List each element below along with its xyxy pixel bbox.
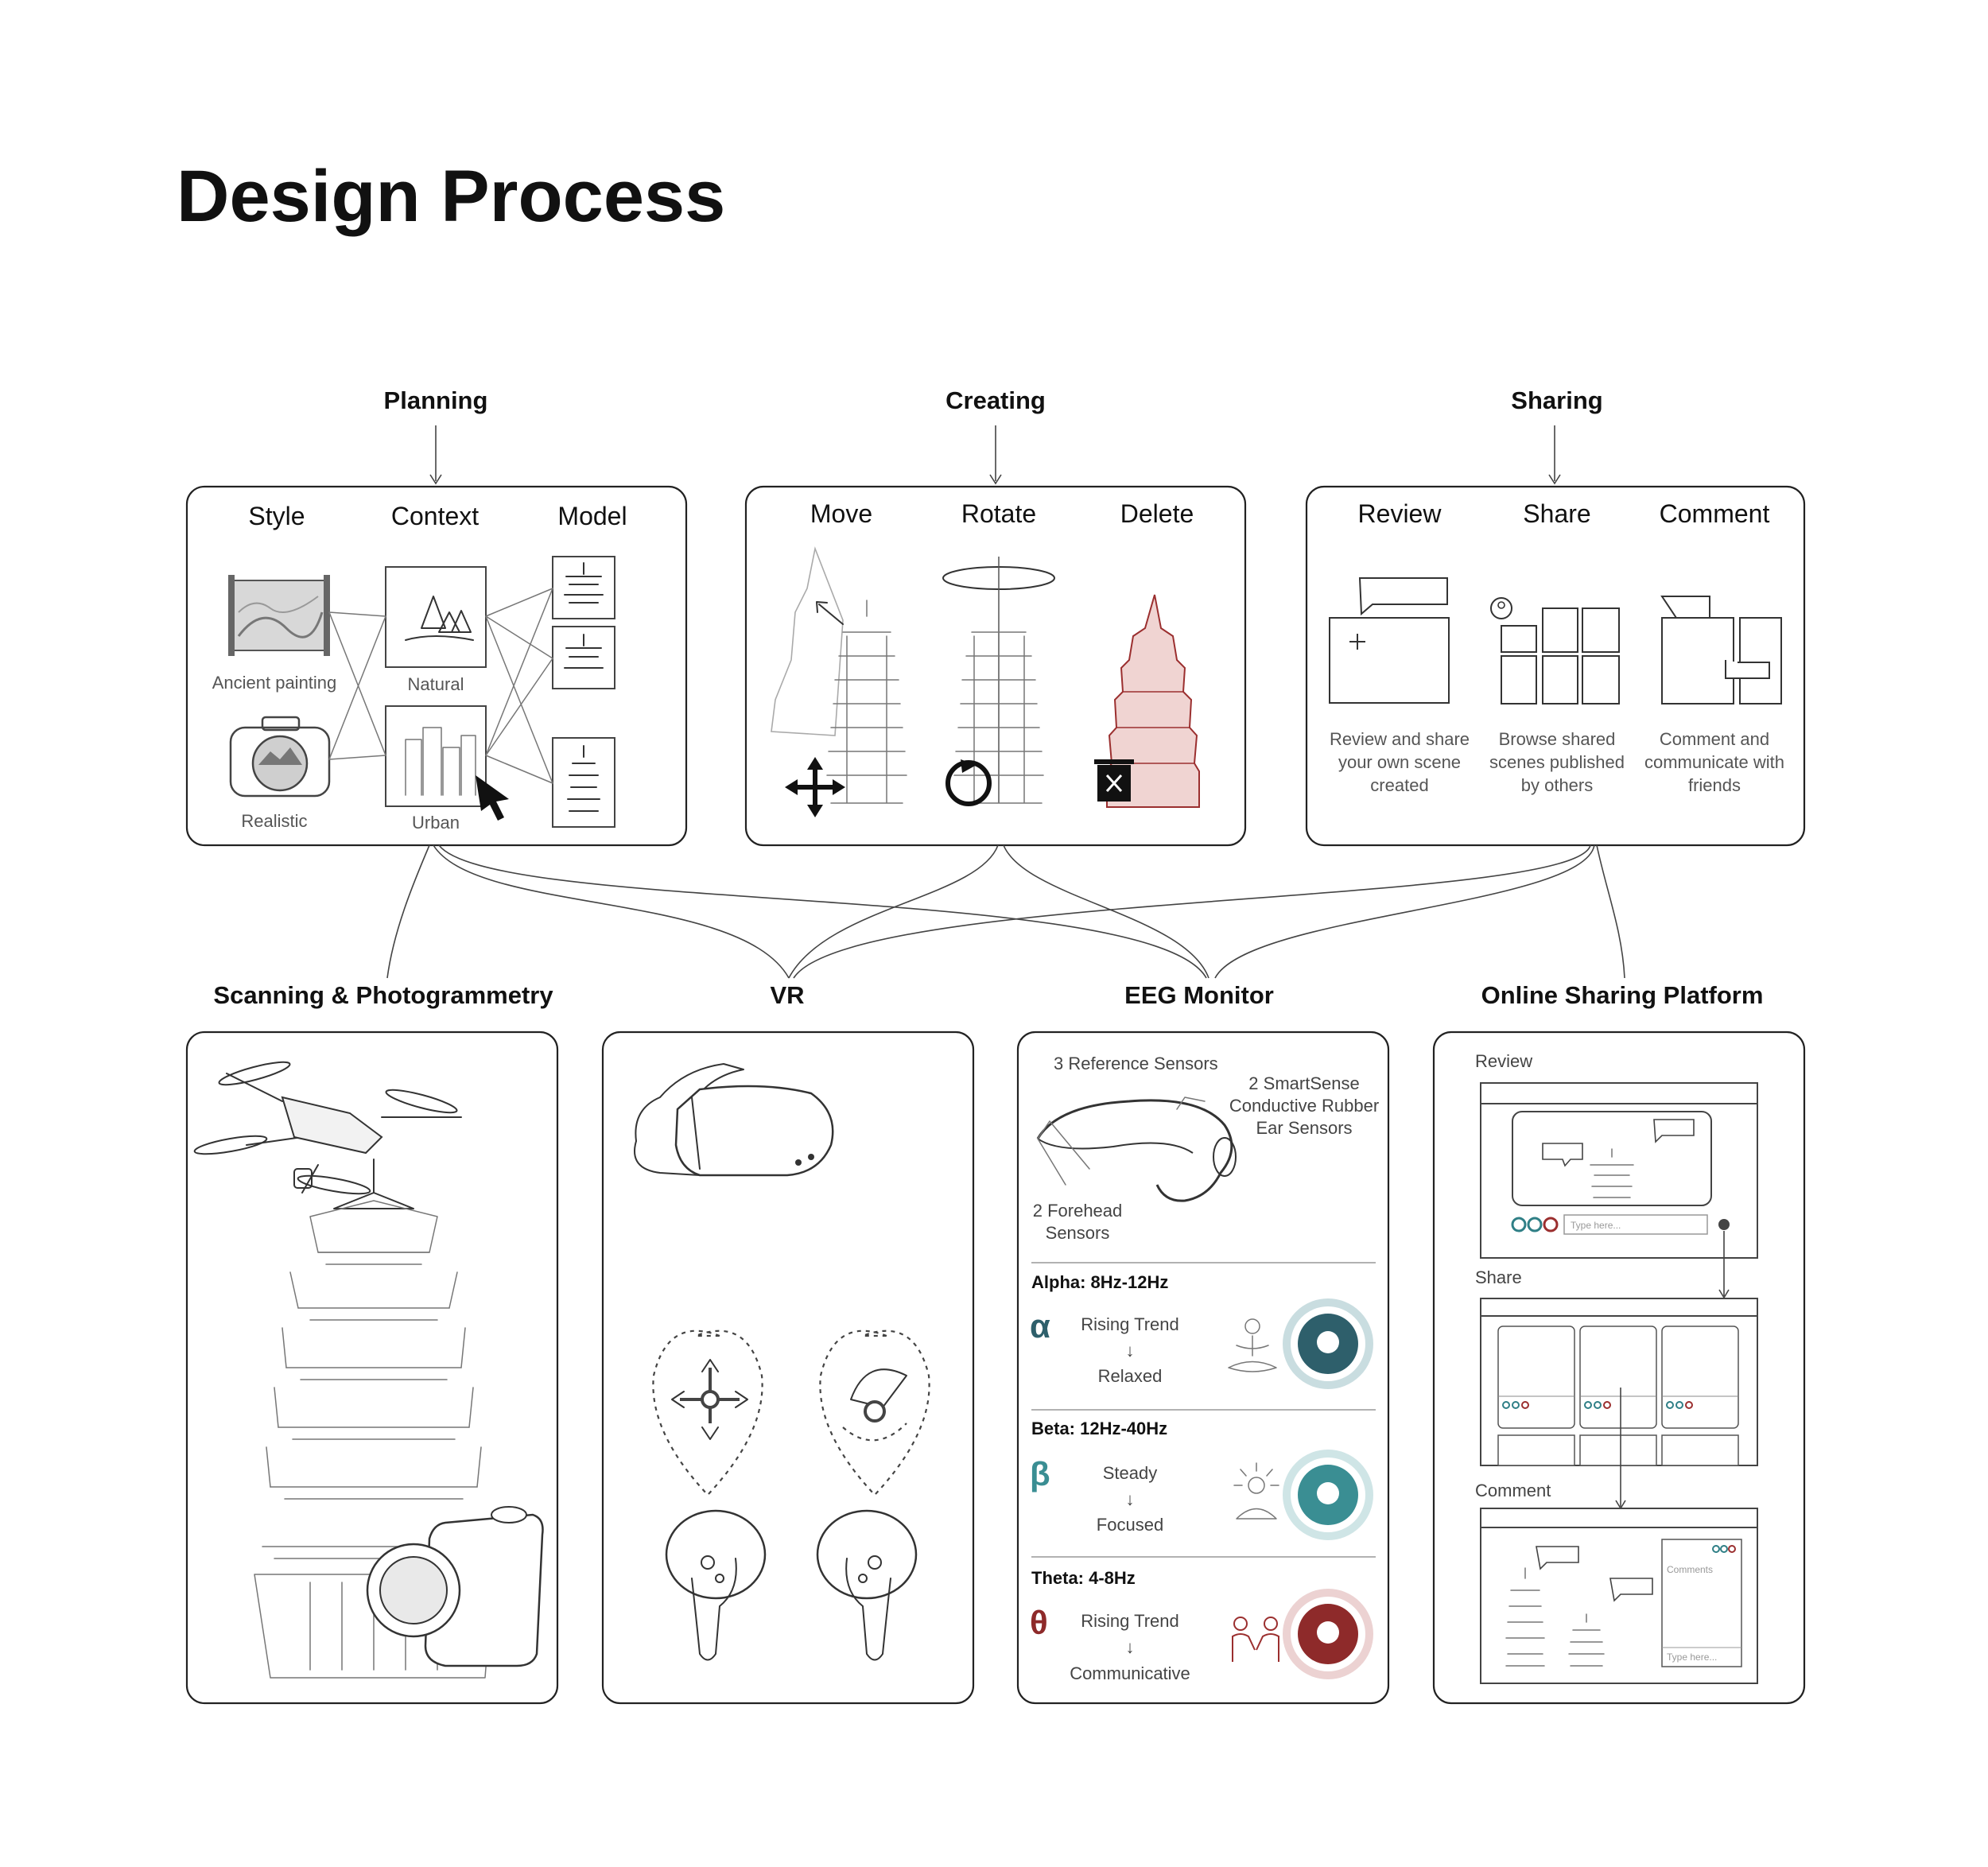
review-caption-line-3: created bbox=[1370, 775, 1428, 795]
context-column-label: Context bbox=[391, 502, 479, 530]
style-column-label: Style bbox=[248, 502, 305, 530]
realistic-label: Realistic bbox=[241, 811, 307, 831]
sharing-heading: Sharing bbox=[1511, 386, 1602, 414]
review-input-placeholder: Type here... bbox=[1571, 1220, 1621, 1231]
vr-box bbox=[603, 1032, 973, 1703]
delete-column-label: Delete bbox=[1120, 499, 1194, 528]
theta-state: Communicative bbox=[1070, 1663, 1190, 1683]
sharing-box: Review Share Comment Review and share yo… bbox=[1307, 487, 1804, 845]
reference-sensors-label: 3 Reference Sensors bbox=[1054, 1054, 1218, 1073]
share-caption-line-2: scenes published bbox=[1489, 752, 1625, 772]
review-caption-line-2: your own scene bbox=[1338, 752, 1461, 772]
trash-icon bbox=[1094, 759, 1134, 802]
model-column-label: Model bbox=[557, 502, 627, 530]
ear-sensors-line-2: Conductive Rubber bbox=[1229, 1096, 1379, 1116]
alpha-symbol: α bbox=[1030, 1307, 1050, 1345]
planning-heading: Planning bbox=[384, 386, 488, 414]
review-column-label: Review bbox=[1358, 499, 1442, 528]
platform-heading: Online Sharing Platform bbox=[1481, 981, 1764, 1009]
share-caption-line-1: Browse shared bbox=[1499, 729, 1616, 749]
forehead-sensors-line-1: 2 Forehead bbox=[1033, 1201, 1123, 1221]
eeg-heading: EEG Monitor bbox=[1124, 981, 1274, 1009]
communicative-brain-icon bbox=[1287, 1593, 1369, 1675]
platform-share-screen bbox=[1481, 1298, 1757, 1465]
eeg-box: 3 Reference Sensors 2 SmartSense Conduct… bbox=[1018, 1032, 1388, 1703]
theta-band-label: Theta: 4-8Hz bbox=[1031, 1568, 1136, 1588]
natural-icon bbox=[386, 567, 486, 667]
planning-box: Style Context Model Ancient painting Rea… bbox=[187, 487, 686, 845]
share-column-label: Share bbox=[1523, 499, 1590, 528]
platform-comment-screen: Comments Type here... bbox=[1481, 1508, 1757, 1683]
alpha-trend: Rising Trend bbox=[1081, 1314, 1179, 1334]
alpha-band-label: Alpha: 8Hz-12Hz bbox=[1031, 1272, 1168, 1292]
comments-panel-title: Comments bbox=[1667, 1564, 1713, 1575]
scanning-heading: Scanning & Photogrammetry bbox=[213, 981, 553, 1009]
ancient-painting-label: Ancient painting bbox=[212, 673, 337, 693]
platform-share-label: Share bbox=[1475, 1267, 1522, 1287]
vr-heading: VR bbox=[770, 981, 804, 1009]
beta-state: Focused bbox=[1097, 1515, 1163, 1535]
page-title: Design Process bbox=[177, 156, 725, 237]
platform-comment-label: Comment bbox=[1475, 1481, 1551, 1500]
beta-arrow: ↓ bbox=[1126, 1489, 1135, 1509]
ear-sensors-line-1: 2 SmartSense bbox=[1248, 1073, 1359, 1093]
alpha-arrow: ↓ bbox=[1126, 1341, 1135, 1360]
stage-to-technology-curves bbox=[387, 845, 1625, 978]
comment-caption-line-2: communicate with bbox=[1644, 752, 1784, 772]
review-caption-line-1: Review and share bbox=[1330, 729, 1470, 749]
rotate-column-label: Rotate bbox=[961, 499, 1036, 528]
relaxed-brain-icon bbox=[1287, 1302, 1369, 1385]
creating-heading: Creating bbox=[945, 386, 1046, 414]
comment-caption-line-3: friends bbox=[1688, 775, 1741, 795]
natural-label: Natural bbox=[408, 674, 464, 694]
platform-review-screen: Type here... bbox=[1481, 1083, 1757, 1258]
stage-arrows bbox=[430, 425, 1560, 483]
platform-box: Review Type here... Share bbox=[1434, 1032, 1804, 1703]
beta-symbol: β bbox=[1030, 1455, 1050, 1492]
focused-brain-icon bbox=[1287, 1454, 1369, 1536]
ancient-painting-icon bbox=[228, 575, 330, 656]
comment-caption-line-1: Comment and bbox=[1660, 729, 1769, 749]
alpha-state: Relaxed bbox=[1098, 1366, 1163, 1386]
theta-arrow: ↓ bbox=[1126, 1637, 1135, 1657]
urban-label: Urban bbox=[412, 813, 460, 833]
theta-trend: Rising Trend bbox=[1081, 1611, 1179, 1631]
beta-band-label: Beta: 12Hz-40Hz bbox=[1031, 1419, 1167, 1438]
urban-icon bbox=[386, 706, 486, 806]
theta-symbol: θ bbox=[1030, 1604, 1048, 1641]
share-caption-line-3: by others bbox=[1521, 775, 1594, 795]
ear-sensors-line-3: Ear Sensors bbox=[1256, 1118, 1352, 1138]
move-column-label: Move bbox=[810, 499, 872, 528]
scanning-box bbox=[187, 1032, 557, 1703]
creating-box: Move Rotate Delete bbox=[746, 487, 1245, 845]
comment-column-label: Comment bbox=[1660, 499, 1770, 528]
forehead-sensors-line-2: Sensors bbox=[1046, 1223, 1110, 1243]
comment-input-placeholder: Type here... bbox=[1667, 1652, 1717, 1663]
beta-trend: Steady bbox=[1103, 1463, 1158, 1483]
platform-review-label: Review bbox=[1475, 1051, 1532, 1071]
